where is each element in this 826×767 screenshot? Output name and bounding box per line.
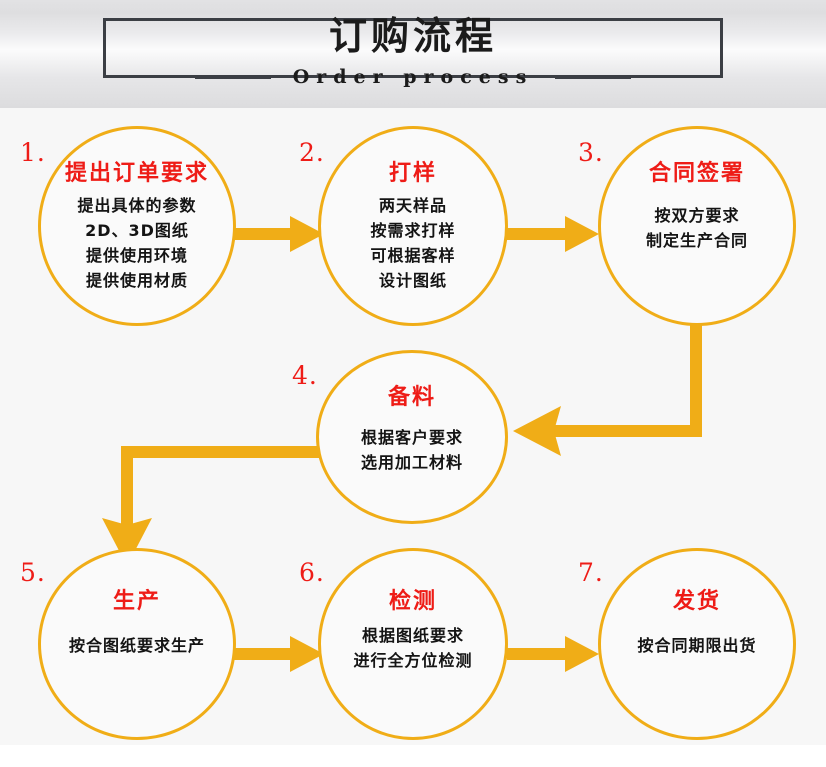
step-details-6: 根据图纸要求 进行全方位检测 [353,623,472,673]
step-details-4: 根据客户要求 选用加工材料 [361,425,463,475]
step-node-3[interactable]: 合同签署 按双方要求 制定生产合同 [598,126,796,326]
step-detail-line: 进行全方位检测 [353,651,473,670]
step-number-5: 5. [20,558,46,587]
step-detail-line: 可根据客样 [370,246,456,265]
arrow-step5-to-step6 [232,636,324,672]
step-detail-line: 两天样品 [378,196,447,215]
step-node-2[interactable]: 打样 两天样品 按需求打样 可根据客样 设计图纸 [318,126,508,326]
step-detail-line: 按合图纸要求生产 [68,636,205,655]
step-node-4[interactable]: 备料 根据客户要求 选用加工材料 [316,350,508,524]
step-title-4: 备料 [387,385,436,410]
step-details-3: 按双方要求 制定生产合同 [646,203,748,253]
step-details-2: 两天样品 按需求打样 可根据客样 设计图纸 [370,193,455,293]
page-subtitle: Order process [292,66,534,88]
header-band: 订购流程 Order process [0,0,826,108]
step-number-6: 6. [299,558,325,587]
step-detail-line: 按合同期限出货 [637,636,757,655]
title-frame [103,18,723,78]
arrow-step3-to-step4 [513,320,702,456]
step-title-1: 提出订单要求 [64,161,209,186]
step-detail-line: 按需求打样 [370,221,456,240]
flowchart-canvas: 1. 提出订单要求 提出具体的参数 2D、3D图纸 提供使用环境 提供使用材质 … [0,108,826,745]
step-number-1: 1. [20,138,46,167]
subtitle-row: Order process [0,62,826,92]
step-node-7[interactable]: 发货 按合同期限出货 [598,548,796,740]
step-node-5[interactable]: 生产 按合图纸要求生产 [38,548,236,740]
arrow-step6-to-step7 [507,636,599,672]
step-detail-line: 提出具体的参数 [77,196,197,215]
bottom-strip [0,745,826,767]
step-details-7: 按合同期限出货 [637,633,756,658]
step-detail-line: 选用加工材料 [360,453,463,472]
step-title-3: 合同签署 [648,161,745,186]
step-number-2: 2. [299,138,325,167]
arrow-step1-to-step2 [232,216,324,252]
step-details-5: 按合图纸要求生产 [69,633,205,658]
step-detail-line: 提供使用材质 [85,271,188,290]
page-title: 订购流程 [328,14,497,58]
step-detail-line: 制定生产合同 [645,231,748,250]
step-number-3: 3. [578,138,604,167]
step-title-2: 打样 [388,161,437,186]
step-node-1[interactable]: 提出订单要求 提出具体的参数 2D、3D图纸 提供使用环境 提供使用材质 [38,126,236,326]
step-detail-line: 2D、3D图纸 [85,221,189,240]
step-detail-line: 提供使用环境 [85,246,188,265]
step-node-6[interactable]: 检测 根据图纸要求 进行全方位检测 [318,548,508,740]
step-details-1: 提出具体的参数 2D、3D图纸 提供使用环境 提供使用材质 [77,193,196,293]
step-detail-line: 按双方要求 [654,206,740,225]
arrow-step4-to-step5 [102,446,321,566]
subtitle-rule-right [555,75,632,79]
step-detail-line: 根据图纸要求 [361,626,464,645]
step-number-4: 4. [292,361,318,390]
step-title-5: 生产 [112,589,161,614]
step-number-7: 7. [578,558,604,587]
step-detail-line: 设计图纸 [378,271,447,290]
step-title-6: 检测 [388,589,437,614]
subtitle-rule-left [194,75,271,79]
arrow-step2-to-step3 [507,216,599,252]
step-title-7: 发货 [672,589,721,614]
step-detail-line: 根据客户要求 [360,428,463,447]
